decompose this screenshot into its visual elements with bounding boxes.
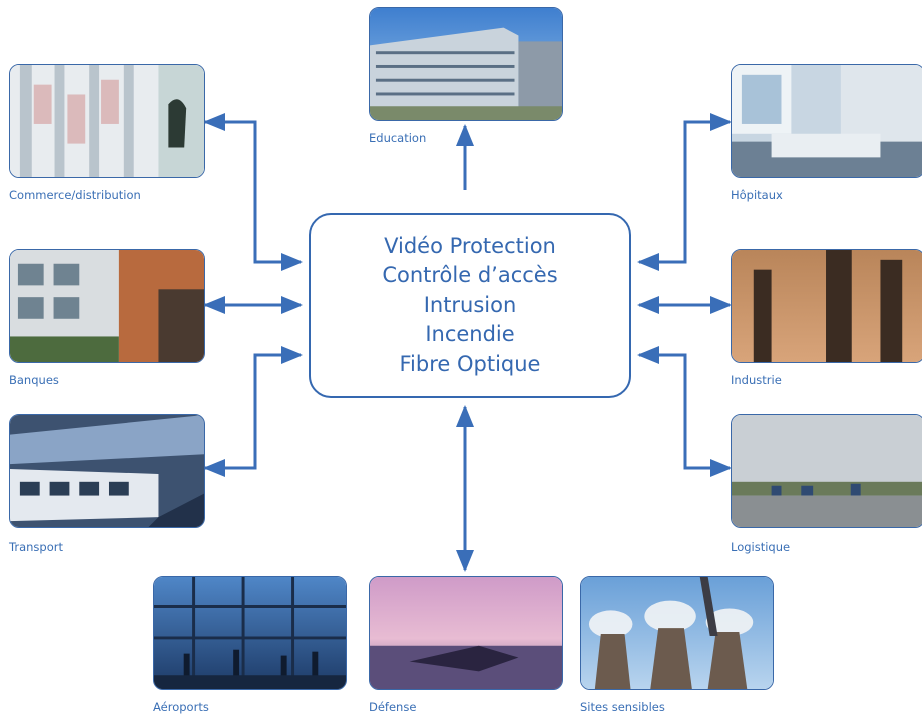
industrie-photo [731, 249, 922, 363]
defense-caption: Défense [369, 700, 417, 714]
education-photo [369, 7, 563, 121]
transport-photo [9, 414, 205, 528]
service-video-protection: Vidéo Protection [384, 233, 556, 258]
arrow-logistique [637, 346, 732, 477]
education-caption: Education [369, 131, 427, 145]
hopitaux-caption: Hôpitaux [731, 188, 783, 202]
commerce-photo [9, 64, 205, 178]
arrow-commerce [203, 113, 303, 271]
defense-photo [369, 576, 563, 690]
services-box: Vidéo Protection Contrôle d’accès Intrus… [309, 213, 631, 398]
hopitaux-photo [731, 64, 922, 178]
banques-photo [9, 249, 205, 363]
sites-caption: Sites sensibles [580, 700, 665, 714]
service-access-control: Contrôle d’accès [382, 263, 558, 288]
industrie-caption: Industrie [731, 373, 782, 387]
logistique-caption: Logistique [731, 540, 791, 554]
service-intrusion: Intrusion [423, 292, 517, 317]
commerce-caption: Commerce/distribution [9, 188, 141, 202]
banques-caption: Banques [9, 373, 59, 387]
service-fire: Incendie [425, 322, 515, 347]
logistique-photo [731, 414, 922, 528]
aeroports-caption: Aéroports [153, 700, 209, 714]
service-fiber-optic: Fibre Optique [399, 351, 541, 376]
arrow-transport [203, 346, 303, 477]
transport-caption: Transport [9, 540, 63, 554]
arrow-hopitaux [637, 113, 732, 271]
aeroports-photo [153, 576, 347, 690]
sites-photo [580, 576, 774, 690]
